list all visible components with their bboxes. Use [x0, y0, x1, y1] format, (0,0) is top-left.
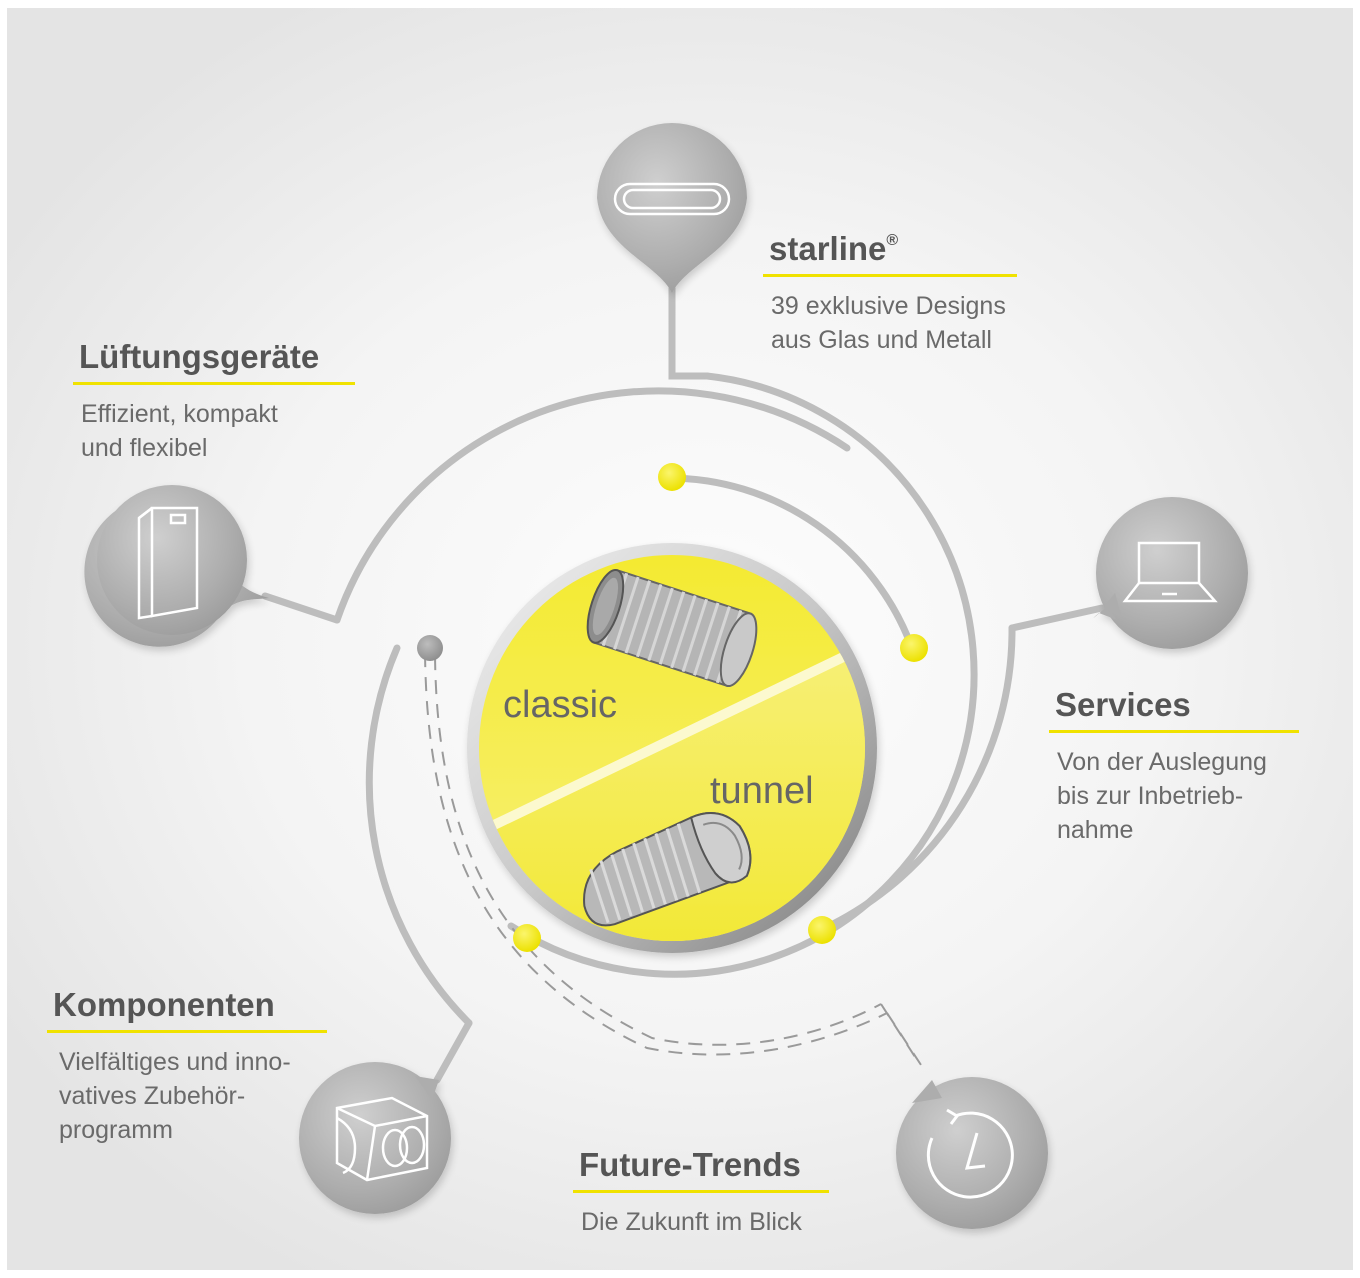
komponenten-bubble — [299, 1062, 451, 1214]
services-arc — [821, 624, 1016, 932]
lueftung-bubble — [84, 485, 269, 647]
dot-bottom-right — [808, 916, 836, 944]
duct-connector-icon — [335, 1096, 429, 1182]
registered-mark: ® — [886, 232, 899, 249]
komponenten-description: Vielfältiges und inno- vatives Zubehör- … — [47, 1045, 327, 1147]
center-label-tunnel: tunnel — [710, 770, 814, 812]
dot-bottom-left — [513, 924, 541, 952]
outer-ring-arc — [507, 372, 978, 978]
komponenten-label-group: Komponenten Vielfältiges und inno- vativ… — [47, 986, 327, 1147]
classic-duct-icon — [586, 568, 758, 688]
connection-graphic — [84, 123, 1248, 1229]
lueftung-desc-line: Effizient, kompakt — [81, 400, 278, 428]
starline-title: starline® — [763, 230, 1017, 277]
future-title: Future-Trends — [573, 1146, 829, 1193]
vent-grille-icon — [613, 182, 731, 216]
laptop-icon — [1122, 541, 1218, 603]
future-description: Die Zukunft im Blick — [573, 1205, 829, 1239]
komponenten-title: Komponenten — [47, 986, 327, 1033]
services-desc-line: bis zur Inbetrieb- — [1057, 782, 1244, 810]
starline-desc-line: aus Glas und Metall — [771, 326, 992, 354]
lueftung-connector — [261, 592, 341, 624]
future-desc-line: Die Zukunft im Blick — [581, 1208, 802, 1236]
left-ring-arc — [333, 387, 851, 624]
services-desc-line: Von der Auslegung — [1057, 748, 1267, 776]
lueftung-label-group: Lüftungsgeräte Effizient, kompakt und fl… — [73, 338, 355, 465]
starline-title-text: starline — [769, 230, 887, 267]
starline-desc-line: 39 exklusive Designs — [771, 292, 1006, 320]
center-label-classic: classic — [503, 684, 618, 726]
starline-label-group: starline® 39 exklusive Designs aus Glas … — [763, 230, 1017, 357]
dot-gray-left — [417, 635, 443, 661]
future-label-group: Future-Trends Die Zukunft im Blick — [573, 1146, 829, 1239]
services-label-group: Services Von der Auslegung bis zur Inbet… — [1049, 686, 1299, 847]
services-desc-line: nahme — [1057, 816, 1134, 844]
services-title: Services — [1049, 686, 1299, 733]
ventilation-unit-icon — [137, 506, 199, 620]
inner-ring-arc — [663, 474, 916, 652]
dot-top — [658, 463, 686, 491]
tunnel-duct-icon — [583, 812, 752, 927]
komponenten-desc-line: programm — [59, 1116, 173, 1144]
starline-connector — [668, 284, 711, 380]
services-connector — [1008, 604, 1106, 632]
lueftung-description: Effizient, kompakt und flexibel — [73, 397, 355, 465]
komponenten-arc — [365, 644, 473, 1027]
starline-description: 39 exklusive Designs aus Glas und Metall — [763, 289, 1017, 357]
connector-lines — [261, 284, 1106, 1084]
services-description: Von der Auslegung bis zur Inbetrieb- nah… — [1049, 745, 1299, 847]
komponenten-desc-line: Vielfältiges und inno- — [59, 1048, 291, 1076]
services-bubble — [1093, 497, 1248, 649]
lueftung-desc-line: und flexibel — [81, 434, 208, 462]
lueftung-title: Lüftungsgeräte — [73, 338, 355, 385]
future-dashed-lines — [424, 652, 924, 1069]
komponenten-desc-line: vatives Zubehör- — [59, 1082, 246, 1110]
dot-right — [900, 634, 928, 662]
infographic-canvas: classic tunnel starline® 39 exklusive De… — [7, 8, 1353, 1270]
komponenten-connector — [433, 1019, 473, 1084]
clock-icon — [926, 1108, 1014, 1199]
